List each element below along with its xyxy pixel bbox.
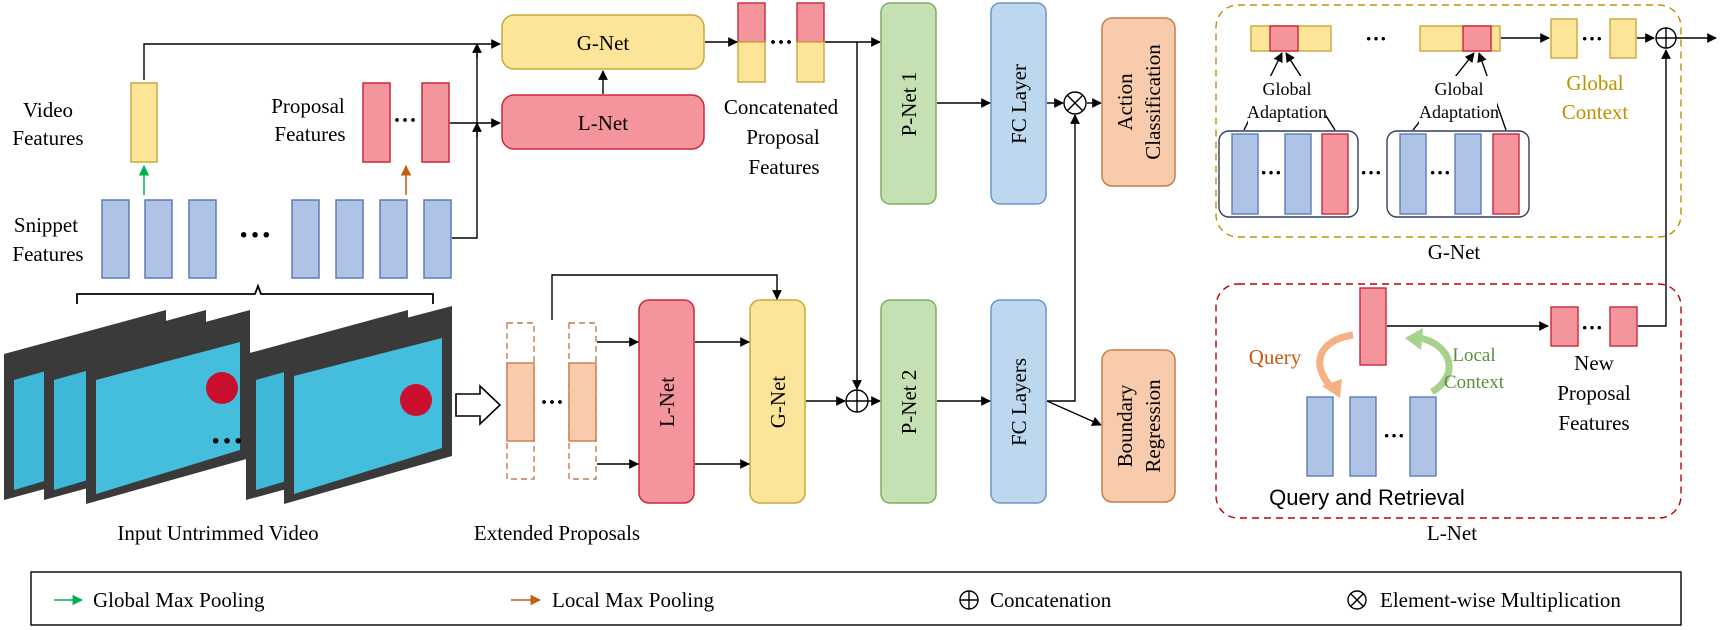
gnet-detail: ··· ··· ··· ··· ··· Global Adaptation Gl… bbox=[1218, 18, 1655, 218]
svg-text:Global: Global bbox=[1566, 71, 1623, 95]
boundary-regression-label: Boundary Regression bbox=[1113, 379, 1165, 473]
extended-proposals-caption: Extended Proposals bbox=[474, 521, 640, 545]
brace bbox=[76, 283, 434, 304]
video-features-label: Video Features bbox=[12, 98, 83, 150]
svg-text:Features: Features bbox=[12, 242, 83, 266]
fc-layer-box bbox=[990, 2, 1047, 205]
svg-text:Classification: Classification bbox=[1141, 44, 1165, 160]
boundary-regression-box bbox=[1101, 349, 1176, 503]
concatenated-label: Concatenated Proposal Features bbox=[724, 95, 839, 179]
lnet-detail-panel bbox=[1215, 283, 1682, 519]
legend-elementwise-multiplication: Element-wise Multiplication bbox=[1347, 588, 1621, 612]
gnet-top-box bbox=[501, 14, 705, 70]
svg-text:Boundary: Boundary bbox=[1113, 384, 1137, 467]
svg-text:Concatenation: Concatenation bbox=[990, 588, 1112, 612]
action-classification-box bbox=[1101, 17, 1176, 187]
svg-text:Proposal: Proposal bbox=[1557, 381, 1631, 405]
svg-text:Local Max Pooling: Local Max Pooling bbox=[552, 588, 715, 612]
svg-text:Adaptation: Adaptation bbox=[1247, 102, 1327, 122]
gnet-top-label: G-Net bbox=[577, 31, 630, 55]
snippet-feature-blocks: ··· bbox=[101, 199, 452, 279]
svg-text:Adaptation: Adaptation bbox=[1419, 102, 1499, 122]
svg-text:Regression: Regression bbox=[1141, 379, 1165, 473]
video-frames: ··· bbox=[4, 306, 452, 504]
right-concatenation-symbol bbox=[1655, 27, 1677, 49]
gnet-detail-panel bbox=[1215, 4, 1682, 238]
concatenation-symbol bbox=[845, 389, 869, 413]
proposal-features-label: Proposal Features bbox=[271, 94, 345, 146]
svg-text:Local: Local bbox=[1452, 345, 1495, 366]
svg-text:···: ··· bbox=[1581, 315, 1603, 340]
lnet-bottom-box bbox=[638, 299, 695, 504]
legend-concatenation: Concatenation bbox=[959, 588, 1112, 612]
svg-text:Features: Features bbox=[12, 126, 83, 150]
hollow-arrow bbox=[455, 384, 502, 426]
snippet-features-label: Snippet Features bbox=[12, 213, 83, 266]
svg-text:Query: Query bbox=[1249, 345, 1302, 369]
svg-text:···: ··· bbox=[1260, 160, 1282, 185]
svg-text:Global: Global bbox=[1263, 79, 1312, 99]
svg-text:Global: Global bbox=[1435, 79, 1484, 99]
svg-text:···: ··· bbox=[210, 423, 244, 460]
svg-text:···: ··· bbox=[238, 217, 272, 254]
legend-local-max-pooling: Local Max Pooling bbox=[511, 588, 715, 612]
extended-proposals: ··· bbox=[506, 322, 597, 480]
proposal-feature-block bbox=[421, 82, 450, 163]
pnet2-label: P-Net 2 bbox=[897, 370, 921, 435]
video-to-gnet-arrow bbox=[143, 39, 501, 80]
svg-text:···: ··· bbox=[1360, 160, 1382, 185]
svg-text:···: ··· bbox=[1581, 26, 1603, 51]
lnet-top-label: L-Net bbox=[578, 111, 628, 135]
svg-text:Proposal: Proposal bbox=[746, 125, 820, 149]
svg-text:Features: Features bbox=[274, 122, 345, 146]
svg-text:···: ··· bbox=[769, 30, 793, 56]
pnet2-box bbox=[880, 299, 937, 504]
input-video-caption: Input Untrimmed Video bbox=[117, 521, 318, 545]
gnet-bottom-box bbox=[749, 299, 806, 504]
svg-text:Query and Retrieval: Query and Retrieval bbox=[1269, 485, 1465, 510]
svg-text:Concatenated: Concatenated bbox=[724, 95, 839, 119]
multiplication-symbol bbox=[1063, 91, 1087, 115]
lnet-detail: ··· ··· Query Local Context New Proposal… bbox=[1249, 287, 1638, 510]
action-classification-label: Action Classification bbox=[1113, 44, 1165, 160]
svg-text:Element-wise Multiplication: Element-wise Multiplication bbox=[1380, 588, 1621, 612]
svg-text:Snippet: Snippet bbox=[14, 213, 78, 237]
svg-text:New: New bbox=[1574, 351, 1614, 375]
snippet-bypass-line bbox=[452, 44, 478, 239]
svg-text:Features: Features bbox=[1558, 411, 1629, 435]
lnet-top-box bbox=[501, 94, 705, 150]
gnet-bottom-label: G-Net bbox=[766, 376, 790, 429]
svg-text:Action: Action bbox=[1113, 73, 1137, 131]
svg-text:···: ··· bbox=[540, 390, 564, 416]
svg-text:···: ··· bbox=[1383, 423, 1405, 448]
legend-global-max-pooling: Global Max Pooling bbox=[54, 588, 265, 612]
svg-text:Context: Context bbox=[1444, 372, 1505, 393]
fc-layer-label: FC Layer bbox=[1007, 64, 1031, 144]
gnet-caption: G-Net bbox=[1428, 240, 1481, 264]
proposal-feature-block bbox=[362, 82, 391, 163]
fc-layers-label: FC Layers bbox=[1007, 358, 1031, 446]
svg-text:Proposal: Proposal bbox=[271, 94, 345, 118]
svg-text:Context: Context bbox=[1562, 100, 1629, 124]
pnet1-label: P-Net 1 bbox=[897, 72, 921, 137]
concatenated-features: ··· bbox=[737, 2, 825, 83]
lnet-caption: L-Net bbox=[1427, 521, 1477, 545]
svg-text:Global Max Pooling: Global Max Pooling bbox=[93, 588, 265, 612]
svg-text:Video: Video bbox=[23, 98, 73, 122]
pnet1-box bbox=[880, 2, 937, 205]
svg-text:···: ··· bbox=[1429, 160, 1451, 185]
fc-layers-box bbox=[990, 299, 1047, 504]
video-feature-block bbox=[130, 82, 158, 163]
svg-text:Features: Features bbox=[748, 155, 819, 179]
svg-text:···: ··· bbox=[1365, 26, 1387, 51]
lnet-bottom-label: L-Net bbox=[655, 377, 679, 427]
legend-box bbox=[30, 571, 1682, 626]
ellipsis: ··· bbox=[393, 108, 417, 134]
